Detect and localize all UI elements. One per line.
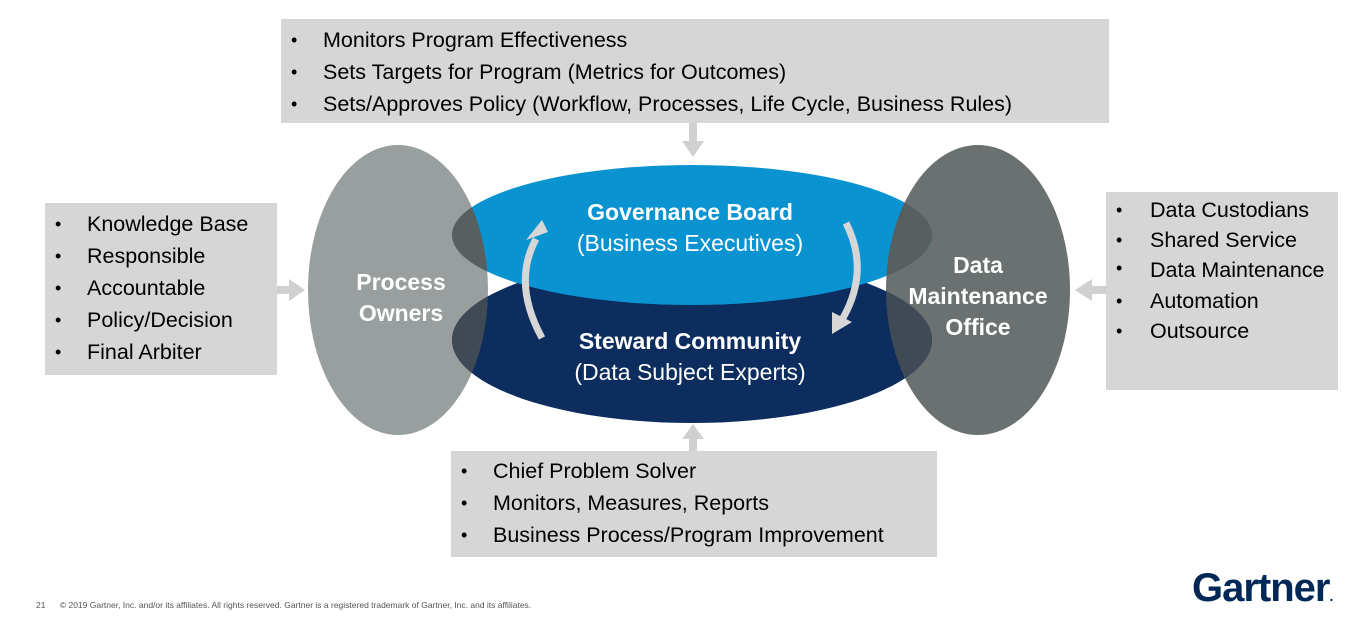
dmo-line: Data [953, 252, 1003, 278]
steward-community-title: Steward Community [578, 328, 802, 354]
dmo-line: Maintenance [908, 283, 1048, 309]
list-item: Final Arbiter [45, 336, 277, 368]
list-item: Monitors Program Effectiveness [281, 24, 1109, 56]
process-owners-label: Process Owners [318, 267, 484, 329]
steward-community-label: Steward Community (Data Subject Experts) [520, 326, 860, 388]
process-owners-line: Process [356, 269, 446, 295]
gartner-logo: Gartner. [1192, 566, 1334, 611]
data-maintenance-office-label: Data Maintenance Office [878, 250, 1078, 343]
data-maintenance-box: Data Custodians Shared Service Data Main… [1106, 192, 1338, 390]
process-owners-line: Owners [358, 300, 444, 326]
steward-box: Chief Problem Solver Monitors, Measures,… [451, 451, 937, 557]
logo-text: Gartner [1192, 566, 1330, 610]
list-item: Data Maintenance [1106, 255, 1338, 286]
process-owners-box: Knowledge Base Responsible Accountable P… [45, 203, 277, 375]
arrow-top [682, 123, 704, 157]
arrow-bottom [682, 424, 704, 451]
list-item: Outsource [1106, 316, 1338, 346]
cycle-arrow-up [521, 220, 548, 340]
list-item: Sets/Approves Policy (Workflow, Processe… [281, 88, 1109, 120]
list-item: Knowledge Base [45, 208, 277, 240]
list-item: Shared Service [1106, 225, 1338, 255]
arrow-right [1075, 279, 1106, 301]
steward-community-ellipse [452, 257, 932, 423]
steward-community-subtitle: (Data Subject Experts) [574, 359, 806, 385]
governance-board-title: Governance Board [587, 199, 793, 225]
arrow-left [277, 279, 305, 301]
governance-board-ellipse [452, 165, 932, 305]
effectiveness-box: Monitors Program Effectiveness Sets Targ… [281, 19, 1109, 123]
list-item: Business Process/Program Improvement [451, 519, 937, 551]
list-item: Automation [1106, 286, 1338, 316]
page-number: 21 [36, 600, 46, 610]
governance-board-label: Governance Board (Business Executives) [520, 197, 860, 259]
dmo-line: Office [945, 314, 1011, 340]
governance-board-subtitle: (Business Executives) [576, 230, 804, 256]
list-item: Responsible [45, 240, 277, 272]
list-item: Policy/Decision [45, 304, 277, 336]
copyright-text: © 2019 Gartner, Inc. and/or its affiliat… [59, 600, 532, 610]
logo-dot: . [1329, 588, 1334, 604]
process-owners-ellipse [308, 145, 488, 435]
list-item: Accountable [45, 272, 277, 304]
list-item: Chief Problem Solver [451, 455, 937, 487]
cycle-arrow-down [832, 221, 861, 334]
footer: 21 © 2019 Gartner, Inc. and/or its affil… [36, 600, 531, 610]
list-item: Data Custodians [1106, 195, 1338, 225]
list-item: Monitors, Measures, Reports [451, 487, 937, 519]
list-item: Sets Targets for Program (Metrics for Ou… [281, 56, 1109, 88]
data-maintenance-office-ellipse [886, 145, 1070, 435]
